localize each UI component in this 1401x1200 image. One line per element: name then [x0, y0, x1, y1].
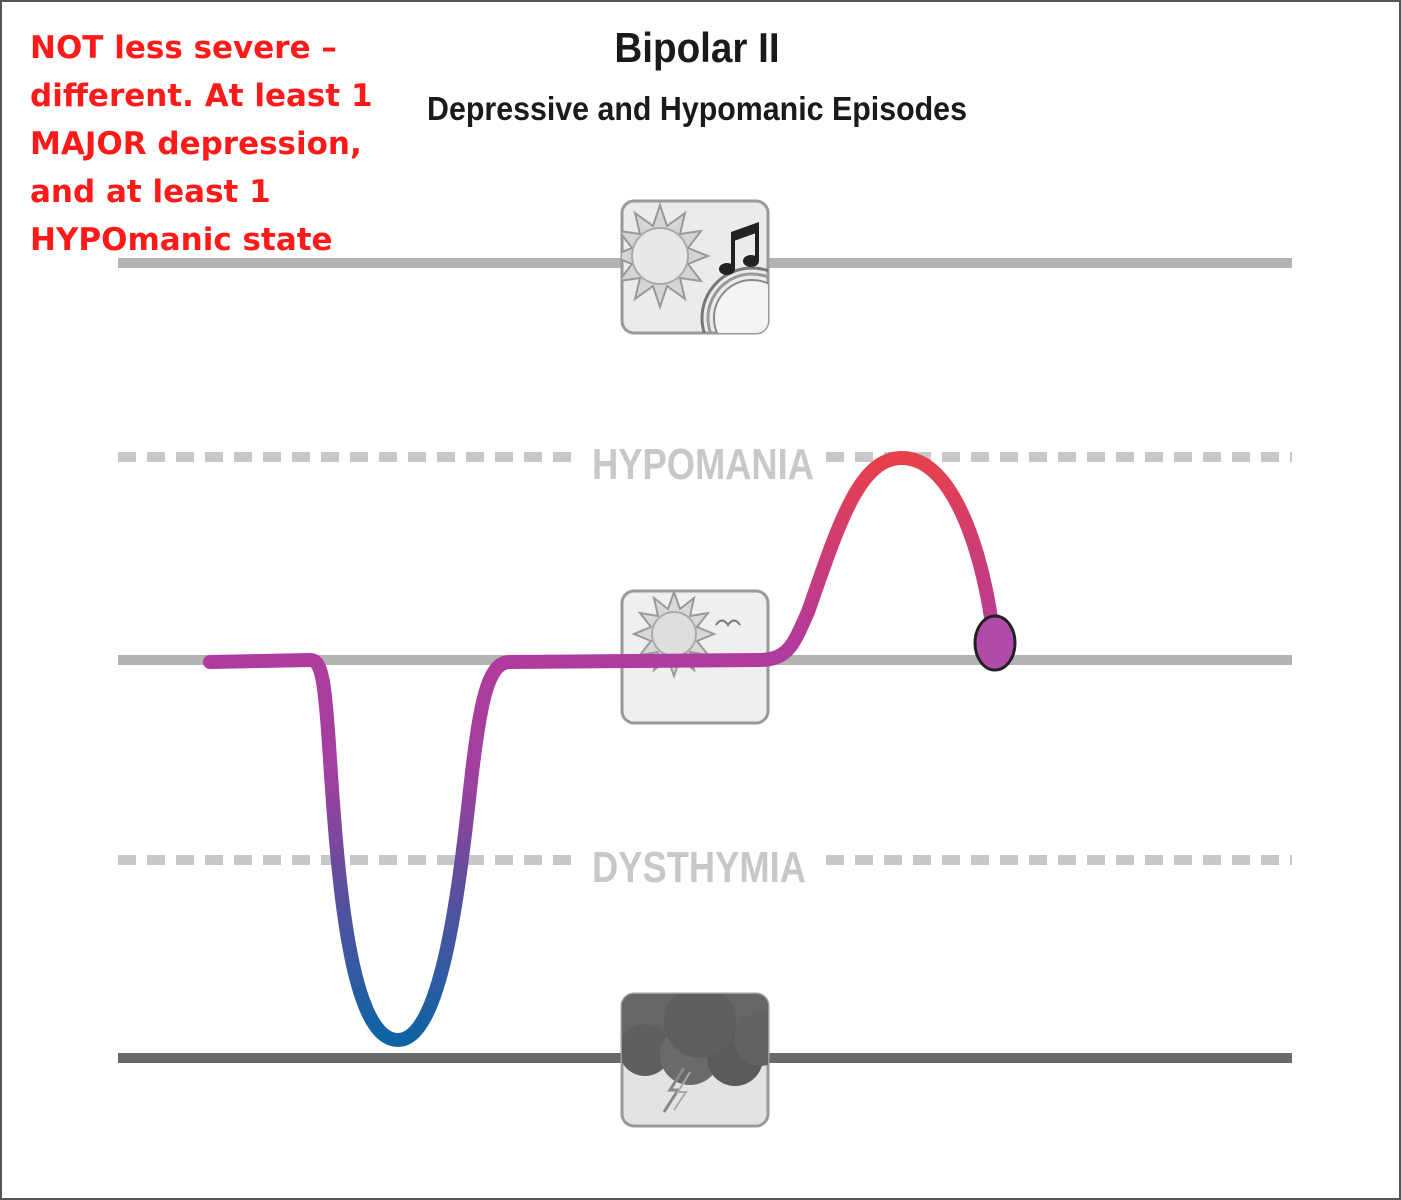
note-line: MAJOR depression,	[30, 126, 362, 162]
note-line: and at least 1	[30, 174, 271, 210]
elevated-mood-icon-box	[620, 199, 770, 335]
storm-cloud-icon	[622, 994, 768, 1086]
bird-icon	[715, 619, 741, 627]
hypomania-label: HYPOMANIA	[592, 440, 814, 489]
note-line: different. At least 1	[30, 78, 373, 114]
lightning-icon	[662, 1067, 691, 1113]
annotation-note: NOT less severe – different. At least 1 …	[30, 24, 390, 264]
drum-icon	[700, 266, 768, 333]
current-mood-marker	[973, 614, 1017, 672]
diagram-title: Bipolar II	[614, 24, 780, 71]
depressed-mood-icon-box	[620, 992, 770, 1128]
mood-curve	[203, 451, 1001, 1047]
sun-icon	[622, 201, 711, 311]
music-note-icon	[719, 222, 759, 275]
sun-icon	[631, 591, 717, 680]
diagram-subtitle: Depressive and Hypomanic Episodes	[427, 90, 967, 127]
note-line: NOT less severe –	[30, 30, 337, 66]
dysthymia-label: DYSTHYMIA	[592, 843, 806, 892]
note-line: HYPOmanic state	[30, 222, 333, 258]
